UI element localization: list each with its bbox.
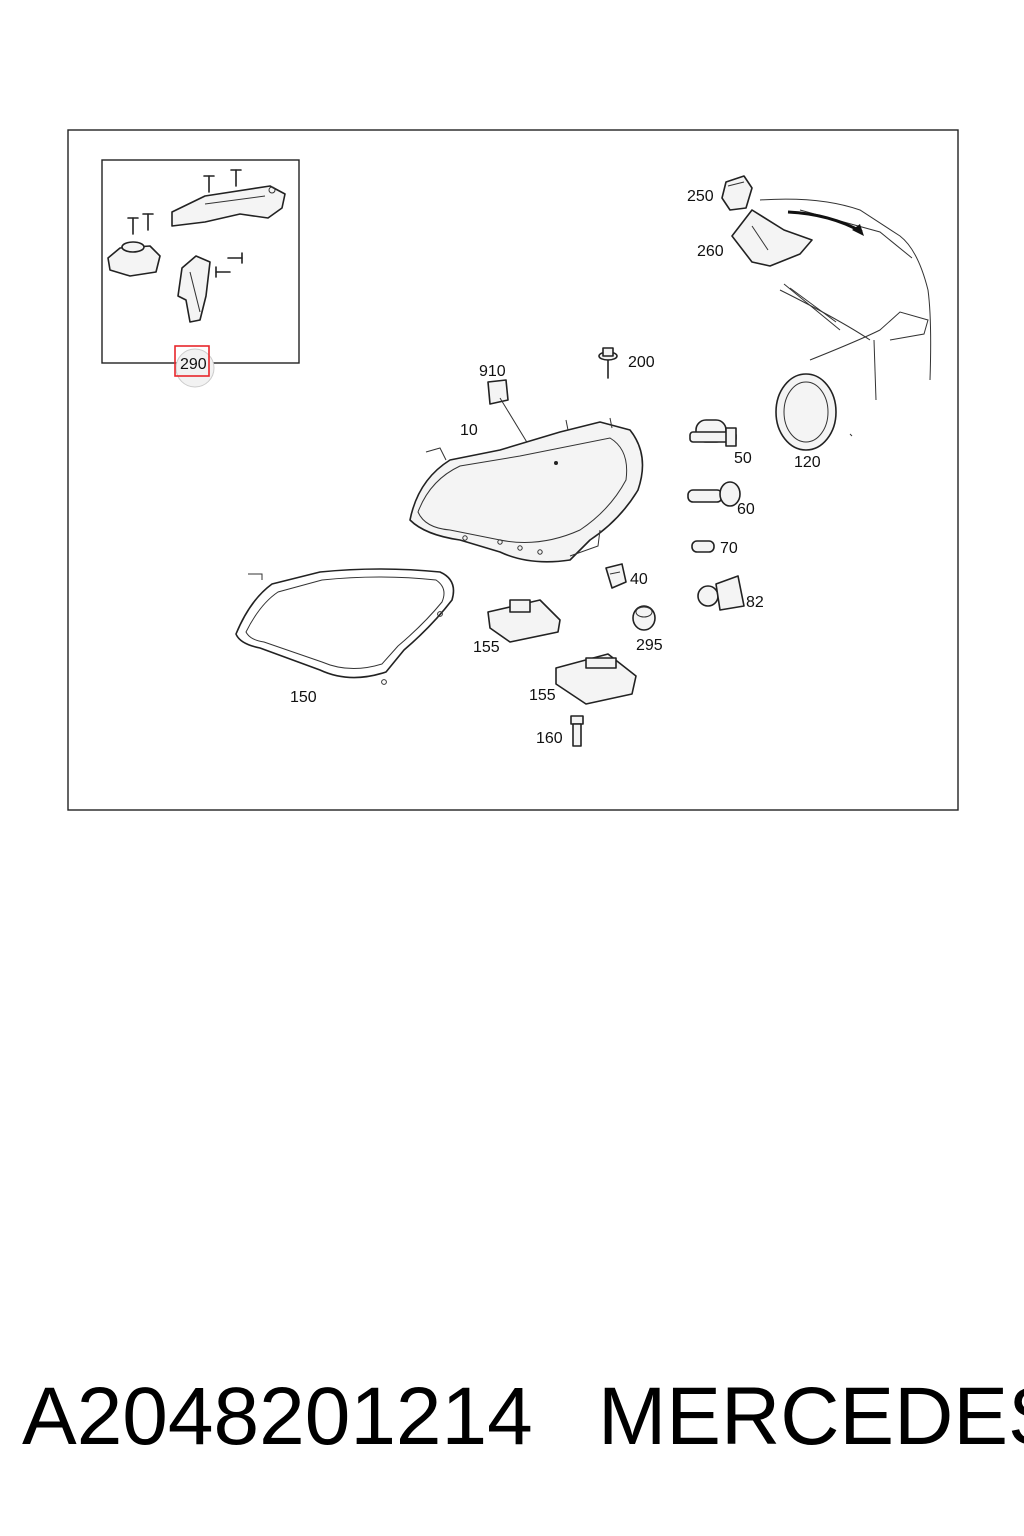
part-40-clip bbox=[605, 563, 627, 589]
part-number: A2048201214 bbox=[22, 1371, 533, 1462]
part-250-connector bbox=[721, 175, 753, 211]
callout-82: 82 bbox=[746, 594, 764, 611]
callout-150: 150 bbox=[290, 689, 317, 706]
part-155a-ballast bbox=[487, 599, 561, 643]
callout-250: 250 bbox=[687, 188, 714, 205]
callout-910: 910 bbox=[479, 363, 506, 380]
callout-200: 200 bbox=[628, 354, 655, 371]
part-200-bolt bbox=[598, 347, 618, 379]
callout-260: 260 bbox=[697, 243, 724, 260]
part-82-bulb bbox=[697, 575, 745, 611]
part-155b-ballast bbox=[555, 653, 637, 705]
brand-name: MERCEDES bbox=[598, 1371, 1024, 1462]
callout-290: 290 bbox=[180, 356, 207, 373]
callout-10: 10 bbox=[460, 422, 478, 439]
callout-60: 60 bbox=[737, 501, 755, 518]
callout-295: 295 bbox=[636, 637, 663, 654]
callout-290-highlight[interactable]: 290 bbox=[174, 345, 215, 388]
parts-diagram: 250 260 910 200 10 50 120 60 70 40 82 15… bbox=[67, 129, 959, 811]
part-160-screw bbox=[570, 715, 584, 747]
part-295-plug bbox=[632, 605, 656, 631]
callout-155b: 155 bbox=[529, 687, 556, 704]
callout-50: 50 bbox=[734, 450, 752, 467]
part-910-label bbox=[487, 379, 529, 445]
part-60-bulb bbox=[687, 481, 741, 507]
callout-160: 160 bbox=[536, 730, 563, 747]
callout-40: 40 bbox=[630, 571, 648, 588]
part-120-cap bbox=[775, 373, 853, 451]
part-70-bulb bbox=[691, 540, 715, 553]
inset-box-290 bbox=[101, 159, 300, 364]
part-50-bulb bbox=[689, 419, 737, 447]
footer: A2048201214 MERCEDES bbox=[0, 1370, 1024, 1470]
diagram-frame bbox=[67, 129, 959, 811]
part-150-gasket bbox=[235, 568, 455, 685]
car-silhouette bbox=[759, 198, 932, 401]
callout-70: 70 bbox=[720, 540, 738, 557]
part-260-sensor bbox=[731, 209, 813, 267]
callout-155a: 155 bbox=[473, 639, 500, 656]
callout-120: 120 bbox=[794, 454, 821, 471]
arrow-260-to-windshield bbox=[787, 210, 863, 234]
part-10-headlamp bbox=[409, 417, 644, 563]
